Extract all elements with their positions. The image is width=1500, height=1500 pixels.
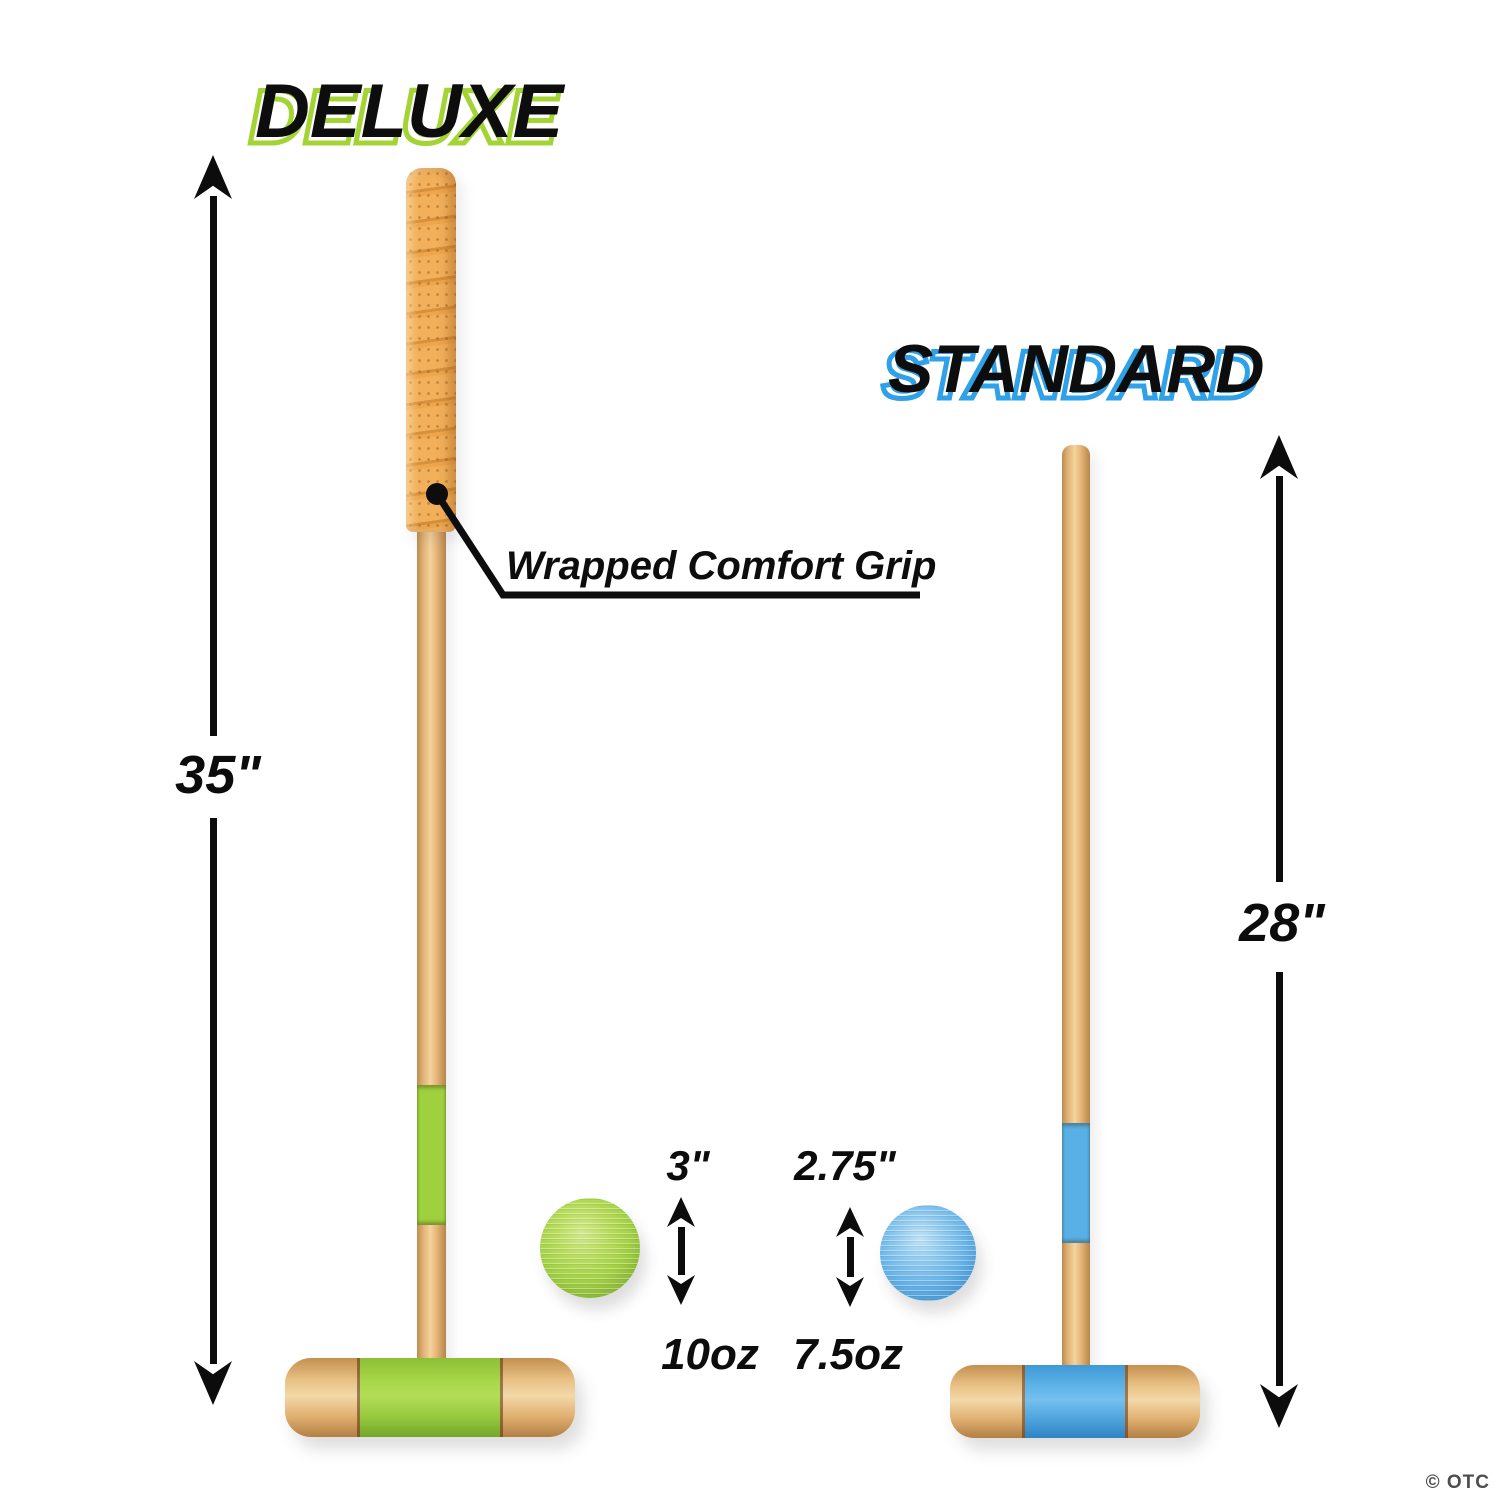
deluxe-ball-ridges (540, 1198, 640, 1298)
deluxe-title-text: DELUXE (255, 69, 564, 154)
standard-title-text: STANDARD (888, 331, 1265, 407)
standard-head-wood-cap-right (1125, 1365, 1200, 1438)
copyright-watermark: © OTC (1425, 1472, 1490, 1493)
deluxe-ball-size-arrow-icon (667, 1197, 695, 1305)
deluxe-head-accent-middle (360, 1358, 500, 1437)
deluxe-head-wood-cap-left (285, 1358, 360, 1437)
standard-ball-ridges (880, 1205, 976, 1301)
deluxe-height-arrow-line-top (210, 196, 217, 736)
deluxe-title: DELUXE DELUXE (246, 68, 564, 163)
standard-ball-diameter-label: 2.75" (794, 1142, 896, 1189)
standard-title-outline: STANDARD (880, 335, 1261, 416)
deluxe-shaft (417, 520, 446, 1365)
standard-head-accent-middle (1025, 1365, 1125, 1438)
standard-ball (880, 1205, 976, 1301)
deluxe-ball-weight-label: 10oz (661, 1330, 759, 1379)
standard-height-arrow-line-bottom (1276, 972, 1283, 1386)
deluxe-height-arrow-line-bottom (210, 818, 217, 1364)
standard-ball-size-arrow-icon (836, 1207, 864, 1307)
deluxe-mallet-head (285, 1358, 575, 1437)
standard-height-arrow-down-icon (1260, 1384, 1298, 1428)
standard-title: STANDARD STANDARD (880, 330, 1265, 416)
deluxe-height-arrow-down-icon (194, 1361, 232, 1405)
deluxe-ball-diameter-label: 3" (666, 1142, 710, 1189)
deluxe-shaft-accent-band (417, 1085, 446, 1225)
standard-head-wood-cap-left (950, 1365, 1025, 1438)
standard-height-arrow-line-top (1276, 476, 1283, 882)
deluxe-ball (540, 1198, 640, 1298)
standard-height-label: 28" (1239, 893, 1325, 953)
wrapped-comfort-grip-label: Wrapped Comfort Grip (506, 544, 937, 588)
deluxe-height-arrow-up-icon (194, 155, 232, 199)
standard-mallet-head (950, 1365, 1200, 1438)
callout-leader-line (426, 483, 920, 599)
deluxe-height-label: 35" (175, 745, 261, 805)
standard-height-arrow-up-icon (1260, 435, 1298, 479)
standard-shaft-accent-band (1062, 1123, 1090, 1243)
deluxe-wrapped-grip (406, 168, 456, 532)
deluxe-title-outline: DELUXE (246, 73, 559, 163)
deluxe-head-wood-cap-right (500, 1358, 575, 1437)
standard-ball-weight-label: 7.5oz (792, 1330, 904, 1379)
